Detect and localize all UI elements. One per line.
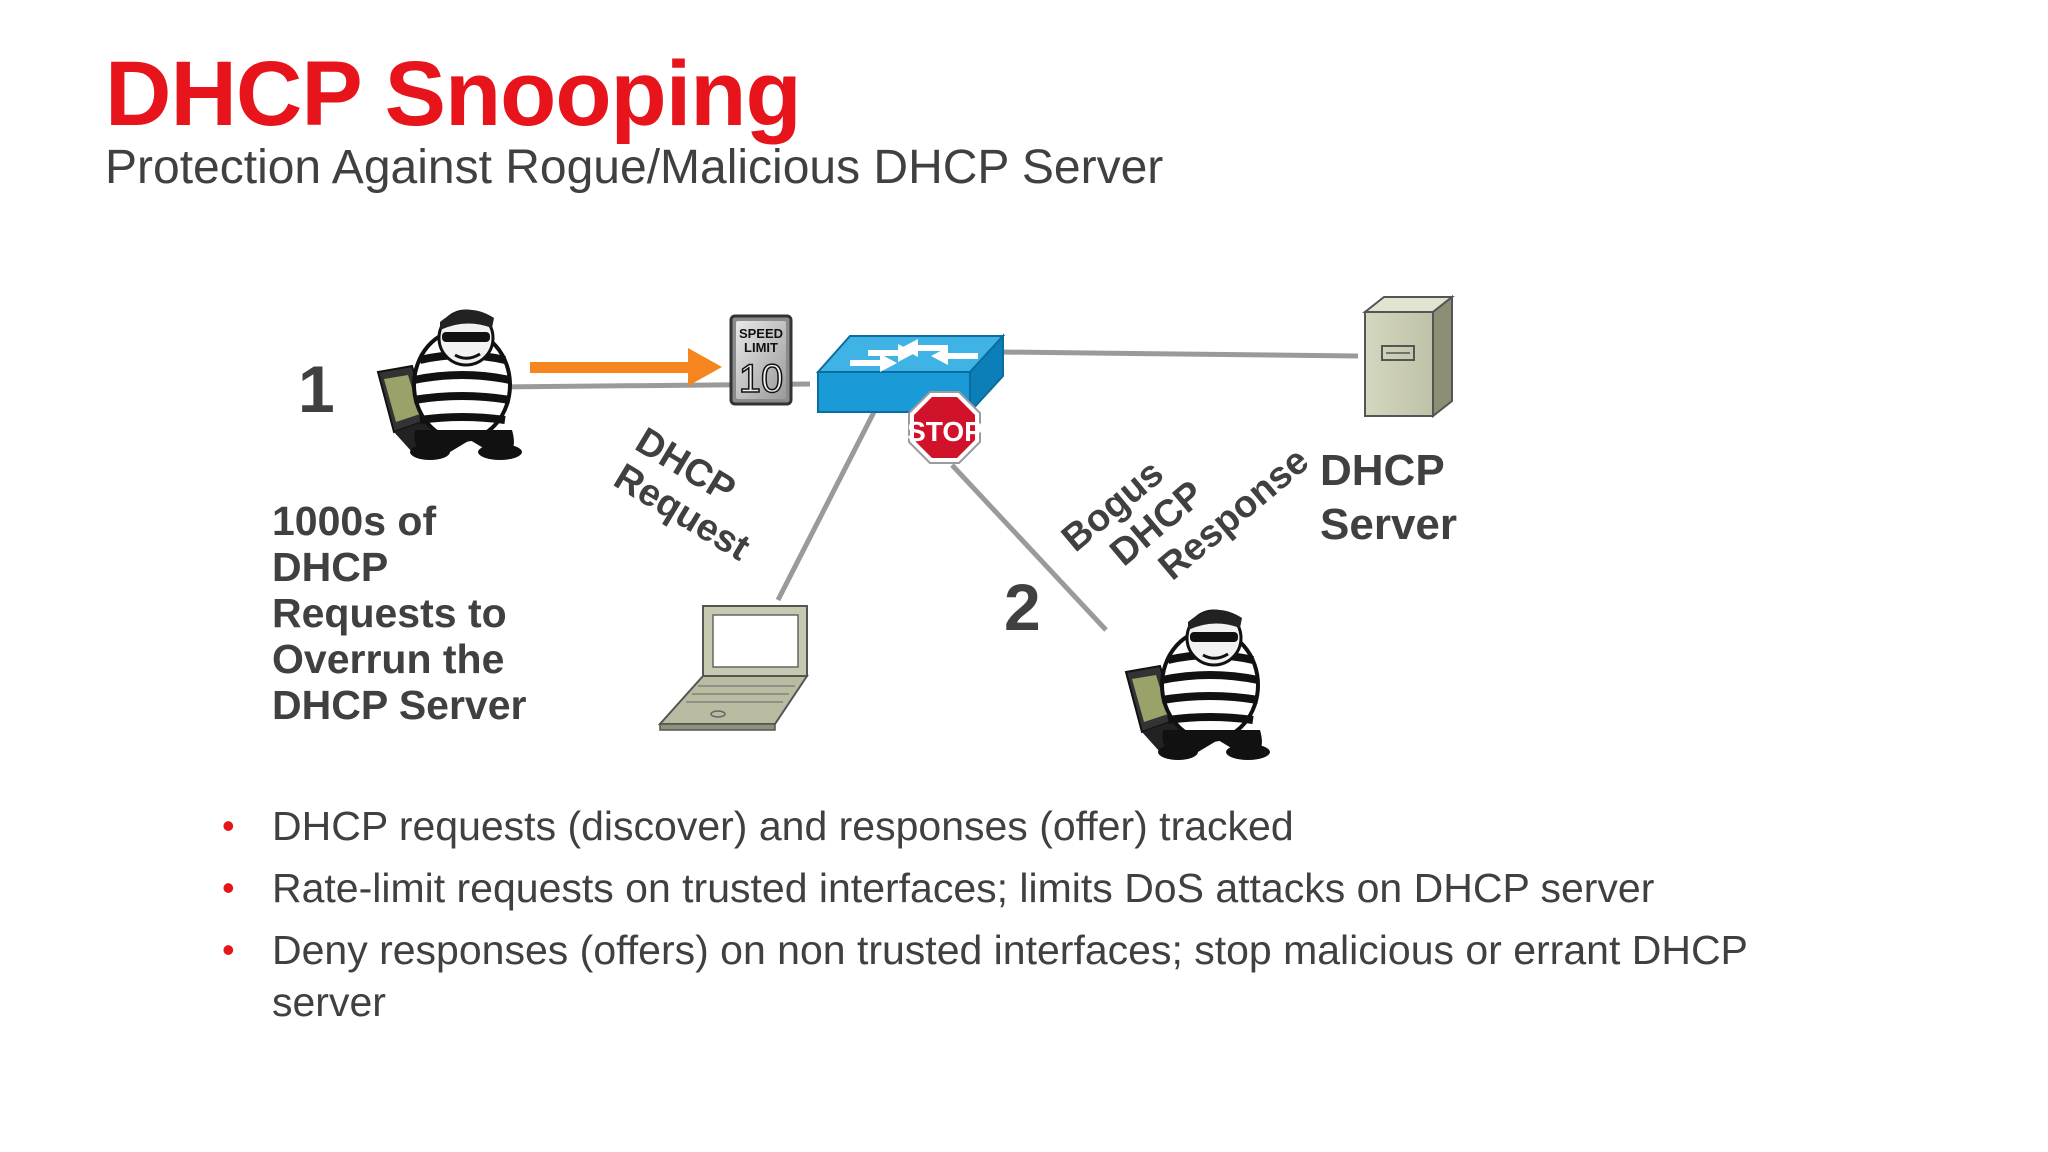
laptop-icon [657,605,809,731]
attacker-1-note: 1000s of DHCP Requests to Overrun the DH… [272,498,527,728]
step-2-number: 2 [1004,570,1041,644]
link-switch-server [999,349,1359,359]
bullet-dot: • [222,867,235,908]
bullet-item: • Deny responses (offers) on non trusted… [222,924,1862,1028]
speed-limit-sign-icon: SPEED LIMIT 10 [729,314,793,406]
step-1-number: 1 [298,352,335,426]
bullet-item: • DHCP requests (discover) and responses… [222,800,1862,852]
bullet-text: Rate-limit requests on trusted interface… [272,865,1655,911]
request-arrow [530,348,722,386]
stop-sign-text: STOP [907,416,983,447]
link-switch-attacker2 [950,463,1108,632]
attacker-1-note-line: DHCP Server [272,682,527,728]
speed-sign-line1: SPEED [739,326,783,341]
link-switch-laptop [775,408,878,602]
attacker-1-note-line: 1000s of [272,498,437,544]
speed-sign-line2: LIMIT [744,340,778,355]
hacker-icon [376,309,522,460]
speed-sign-value: 10 [739,357,784,401]
dhcp-server-label: DHCP Server [1320,444,1457,552]
server-icon [1362,294,1455,419]
attacker-1-note-line: Overrun the [272,636,505,682]
attacker-1-note-line: DHCP [272,544,389,590]
dhcp-server-label-line: DHCP [1320,446,1445,495]
attacker-1-note-line: Requests to [272,590,507,636]
bullet-item: • Rate-limit requests on trusted interfa… [222,862,1862,914]
bullet-dot: • [222,805,235,846]
bullet-text: DHCP requests (discover) and responses (… [272,803,1294,849]
bullet-list: • DHCP requests (discover) and responses… [222,800,1862,1038]
slide-subtitle: Protection Against Rogue/Malicious DHCP … [105,141,1164,194]
switch-icon [815,333,1006,415]
hacker-icon [1124,609,1270,760]
stop-sign-icon: STOP [907,391,983,464]
dhcp-server-label-line: Server [1320,500,1458,549]
bullet-dot: • [222,929,235,970]
bullet-text: Deny responses (offers) on non trusted i… [272,927,1748,1025]
slide-title: DHCP Snooping [105,43,802,145]
